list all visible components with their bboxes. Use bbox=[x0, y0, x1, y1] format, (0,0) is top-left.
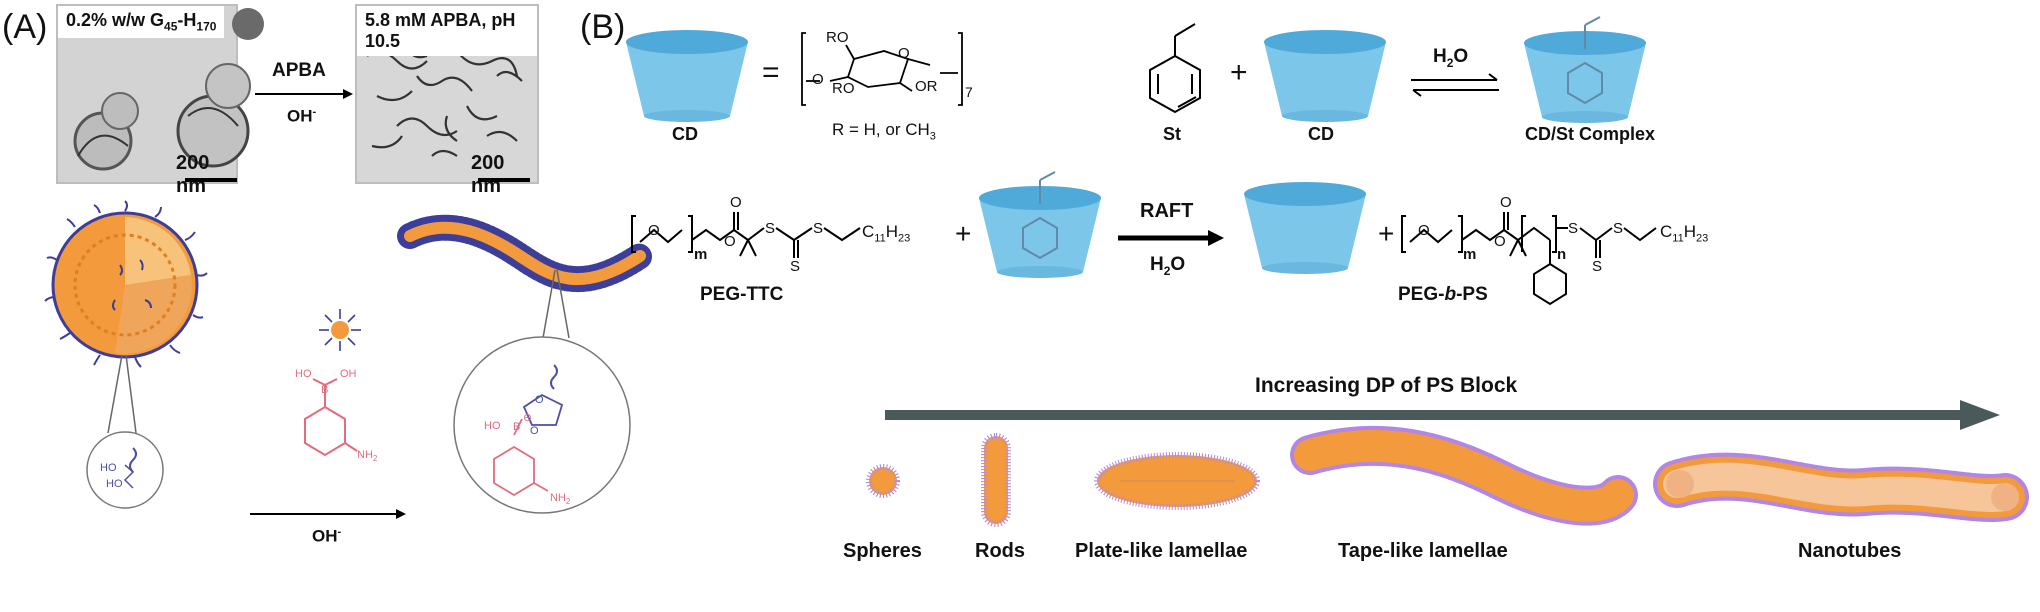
apba-oh: OH bbox=[340, 368, 357, 380]
plus-1: + bbox=[1230, 56, 1248, 89]
boronate-o2: O bbox=[530, 425, 539, 437]
tem-left-scale-label: 200 nm bbox=[176, 152, 210, 197]
peg-ttc-o3: O bbox=[730, 194, 742, 211]
glucose-unit-structure bbox=[801, 32, 963, 106]
morph-label-tape: Tape-like lamellae bbox=[1338, 540, 1508, 562]
vesicle-zoom-lines bbox=[107, 354, 137, 434]
equilibrium-solvent: H2O bbox=[1433, 46, 1469, 70]
apba-ho: HO bbox=[295, 368, 312, 380]
peg-ttc-structure bbox=[631, 212, 861, 258]
apba-structure bbox=[304, 378, 358, 457]
cyclodextrin-cup-2 bbox=[1264, 30, 1386, 122]
peg-b-ps-m: m bbox=[1463, 246, 1477, 263]
morph-label-spheres: Spheres bbox=[843, 540, 922, 562]
trend-label: Increasing DP of PS Block bbox=[1255, 374, 1518, 397]
morph-rods-graphic bbox=[981, 433, 1011, 527]
apba-b: B bbox=[321, 384, 329, 396]
arrow-top-a bbox=[255, 89, 353, 99]
tem-image-right: 5.8 mM APBA, pH 10.5 200 nm bbox=[355, 4, 539, 197]
arrow-bottom-a bbox=[250, 509, 406, 519]
peg-ttc-label: PEG-TTC bbox=[700, 284, 784, 305]
plus-3: + bbox=[1378, 218, 1395, 249]
peg-ttc-o1: O bbox=[648, 222, 660, 239]
arrow-bottom-condition: OH- bbox=[312, 526, 342, 546]
glucose-or-right: OR bbox=[915, 78, 938, 95]
tem-image-left: 0.2% w/w G45-H170 200 nm bbox=[56, 4, 264, 197]
cd-label-2: CD bbox=[1308, 124, 1334, 144]
peg-ttc-m: m bbox=[694, 246, 708, 263]
cyclodextrin-cup-3 bbox=[1244, 182, 1366, 274]
peg-b-ps-structure bbox=[1401, 212, 1657, 306]
cd-label: CD bbox=[672, 124, 698, 144]
plus-2: + bbox=[955, 218, 972, 249]
glucose-o-ring: O bbox=[898, 45, 910, 62]
peg-ttc-s3: S bbox=[813, 220, 824, 237]
panel-b-label: (B) bbox=[580, 8, 626, 46]
boronate-zoom-circle bbox=[453, 336, 631, 514]
peg-b-ps-o1: O bbox=[1418, 222, 1430, 239]
cd-st-complex bbox=[1524, 16, 1646, 123]
peg-b-ps-o3: O bbox=[1500, 194, 1512, 211]
raft-solvent: H2O bbox=[1150, 254, 1186, 278]
styrene-label: St bbox=[1163, 124, 1181, 144]
apba-nh2: NH2 bbox=[357, 449, 378, 464]
tem-left-caption: 0.2% w/w G45-H170 bbox=[58, 6, 225, 38]
peg-b-ps-label: PEG-b-PS bbox=[1398, 284, 1488, 305]
trend-arrow bbox=[885, 400, 2000, 430]
arrow-top-condition: OH- bbox=[287, 106, 317, 126]
panel-a-label: (A) bbox=[2, 8, 48, 46]
glucose-o-left: O bbox=[812, 71, 824, 88]
boronate-o1: O bbox=[535, 394, 544, 406]
diol-label-ho1: HO bbox=[100, 462, 117, 474]
worm-zoom-lines bbox=[542, 269, 570, 339]
boronate-charge: ⊖ bbox=[523, 412, 533, 424]
tem-right-scale-label: 200 nm bbox=[471, 152, 505, 197]
boronate-ho: HO bbox=[484, 420, 501, 432]
arrow-top-reagent: APBA bbox=[272, 60, 326, 81]
peg-ttc-o2: O bbox=[724, 233, 736, 250]
complex-label: CD/St Complex bbox=[1525, 124, 1656, 144]
morph-label-plate: Plate-like lamellae bbox=[1075, 540, 1248, 562]
morph-label-nanotubes: Nanotubes bbox=[1798, 540, 1902, 562]
peg-b-ps-o2: O bbox=[1494, 233, 1506, 250]
reaction-complex-cup bbox=[979, 171, 1101, 278]
boronate-nh2: NH2 bbox=[550, 492, 571, 507]
morph-label-rods: Rods bbox=[975, 540, 1025, 562]
morph-spheres-graphic bbox=[866, 464, 900, 498]
peg-b-ps-s1: S bbox=[1568, 220, 1579, 237]
tem-right-caption: 5.8 mM APBA, pH 10.5 bbox=[357, 6, 537, 56]
peg-b-ps-s3: S bbox=[1613, 220, 1624, 237]
tem-right-scale-bar bbox=[478, 178, 530, 182]
morph-plate-graphic bbox=[1094, 452, 1260, 510]
peg-ttc-s2: S bbox=[790, 258, 801, 275]
raft-arrow bbox=[1118, 230, 1224, 246]
diol-label-ho2: HO bbox=[106, 478, 123, 490]
cyclodextrin-cup-1 bbox=[626, 30, 748, 122]
tem-left-scale-bar bbox=[185, 178, 237, 182]
glucose-ro-left: RO bbox=[832, 80, 855, 97]
diol-zoom-circle bbox=[86, 431, 164, 509]
peg-b-ps-alkyl: C11H23 bbox=[1660, 222, 1709, 245]
morph-tape-graphic bbox=[1290, 425, 1638, 526]
r-definition: R = H, or CH3 bbox=[832, 120, 936, 143]
equilibrium-arrows bbox=[1411, 73, 1499, 97]
glucose-ro-top: RO bbox=[826, 29, 849, 46]
worm-micelle bbox=[397, 214, 653, 292]
morph-nanotubes-graphic bbox=[1653, 452, 2029, 522]
vesicle-cutaway bbox=[44, 200, 208, 368]
raft-label: RAFT bbox=[1140, 200, 1194, 222]
peg-ttc-s1: S bbox=[765, 220, 776, 237]
boronate-b: B bbox=[513, 421, 521, 433]
styrene-structure bbox=[1149, 23, 1201, 114]
equals-sign: = bbox=[762, 56, 780, 89]
small-micelle bbox=[319, 309, 361, 351]
peg-b-ps-s2: S bbox=[1592, 258, 1603, 275]
glucose-repeat-7: 7 bbox=[965, 84, 973, 100]
peg-b-ps-n: n bbox=[1557, 246, 1567, 263]
peg-ttc-alkyl: C11H23 bbox=[862, 222, 911, 245]
